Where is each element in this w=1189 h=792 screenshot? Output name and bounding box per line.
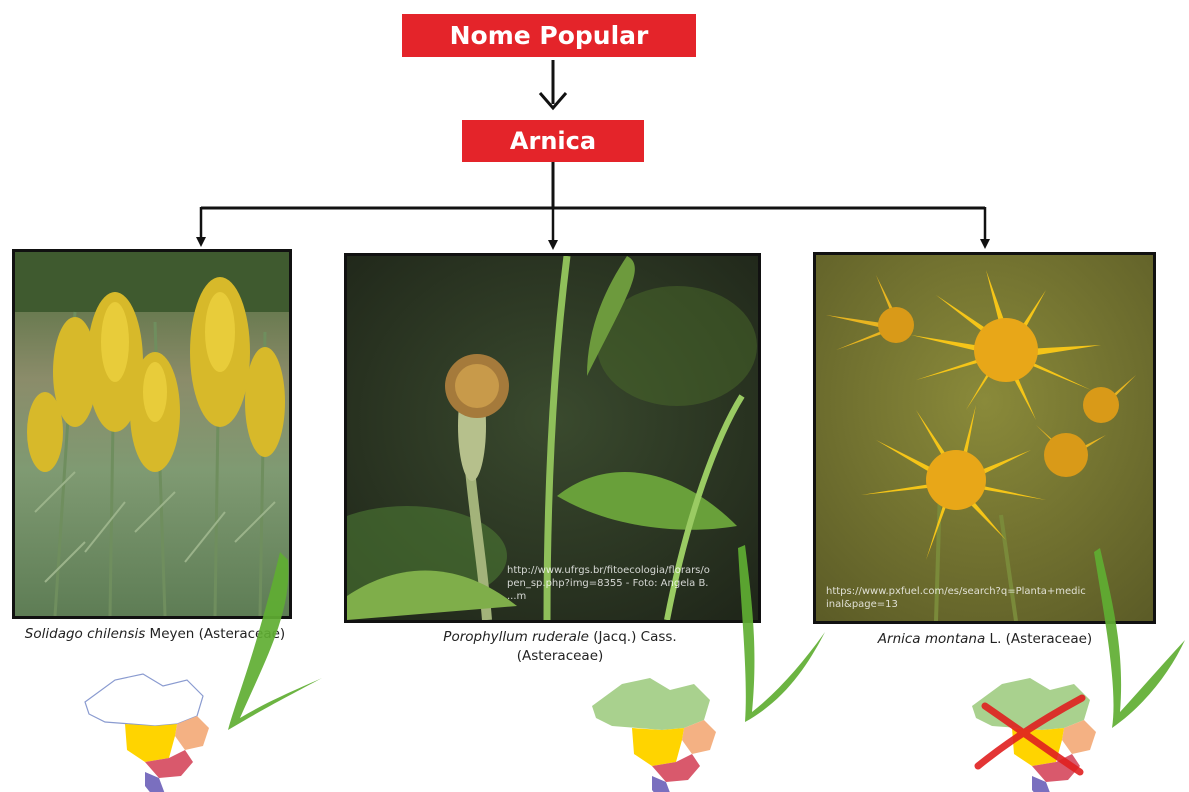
- green-check-icon-2: [738, 545, 825, 722]
- green-check-icon-1: [228, 552, 322, 730]
- brazil-map-icon-2: [592, 678, 716, 792]
- brazil-map-icon-3: [972, 678, 1096, 792]
- green-check-icon-3: [1094, 548, 1185, 728]
- brazil-map-icon-1: [85, 674, 209, 792]
